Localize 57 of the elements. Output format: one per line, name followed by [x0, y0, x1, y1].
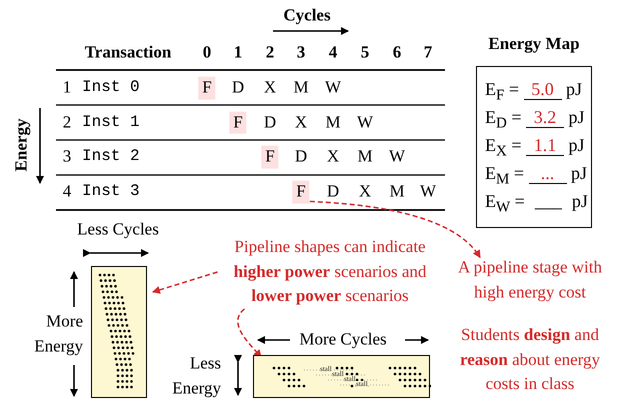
arrow	[152, 271, 218, 294]
axis-label: Less Energy	[171, 352, 221, 400]
column-header: 7	[424, 44, 432, 62]
column-header: 6	[392, 44, 402, 62]
pipeline-stage: M	[389, 182, 405, 202]
axis-title: Cycles	[283, 6, 331, 26]
pipeline-stage: X	[358, 182, 372, 202]
row-number: 1	[62, 78, 72, 98]
pipeline-stage: M	[293, 78, 309, 98]
pipeline-stage: D	[264, 113, 276, 132]
column-header: 3	[296, 44, 306, 62]
pipeline-stage: F	[292, 180, 310, 204]
energy-entry: E$_{M}$ = ... pJ	[485, 159, 591, 187]
pipeline-stage: X	[294, 113, 308, 132]
column-header: 5	[360, 44, 370, 62]
panel-title: Energy Map	[487, 34, 581, 54]
pipeline-stage: M	[357, 148, 373, 167]
pipeline-stage: X	[264, 78, 276, 98]
arrow	[310, 200, 481, 258]
pipeline-stage: W	[420, 182, 436, 202]
column-header: 0	[202, 44, 212, 62]
energy-entry: E$_{W}$ = ___ pJ	[485, 187, 591, 215]
axis-label: More Energy	[33, 310, 83, 358]
energy-entry: E$_{X}$ = 1.1 pJ	[485, 131, 591, 159]
column-header: 1	[234, 44, 242, 62]
row-number: 2	[62, 113, 72, 132]
instruction-name: Inst 1	[82, 114, 140, 132]
energy-entry: E$_{F}$ = 5.0 pJ	[485, 75, 591, 103]
column-header: Transaction	[84, 44, 172, 62]
note-text: A pipeline stage with high energy cost	[458, 255, 602, 305]
instruction-name: Inst 2	[82, 148, 140, 166]
note-text: Pipeline shapes can indicate higher power scenarios and lower power scenarios	[218, 235, 442, 309]
pipeline-stage: D	[294, 148, 308, 167]
column-header: 4	[328, 44, 338, 62]
pipeline-stage: D	[232, 78, 244, 98]
axis-label: More Cycles	[299, 330, 387, 350]
row-number: 3	[62, 148, 72, 167]
pipeline-stage: M	[325, 113, 341, 132]
pipeline-stage: F	[229, 111, 247, 134]
arrow	[237, 308, 262, 358]
pipeline-stage: F	[261, 146, 279, 169]
pipeline-stage: W	[356, 113, 374, 132]
axis-title: Energy	[12, 118, 32, 172]
instruction-name: Inst 3	[82, 183, 140, 201]
pipeline-shape-drawing	[91, 266, 147, 398]
axis-label: Less Cycles	[77, 220, 159, 240]
instruction-name: Inst 0	[82, 79, 140, 97]
pipeline-stage: W	[388, 148, 406, 167]
pipeline-stage: D	[326, 182, 340, 202]
pipeline-shape-drawing	[253, 355, 430, 398]
column-header: 2	[266, 44, 274, 62]
row-number: 4	[62, 182, 72, 202]
energy-entry: E$_{D}$ = 3.2 pJ	[485, 103, 591, 131]
note-text: Students design and reason about energy costs in class	[459, 324, 601, 396]
pipeline-stage: W	[324, 78, 342, 98]
pipeline-stage: F	[198, 76, 216, 100]
pipeline-stage: X	[326, 148, 340, 167]
